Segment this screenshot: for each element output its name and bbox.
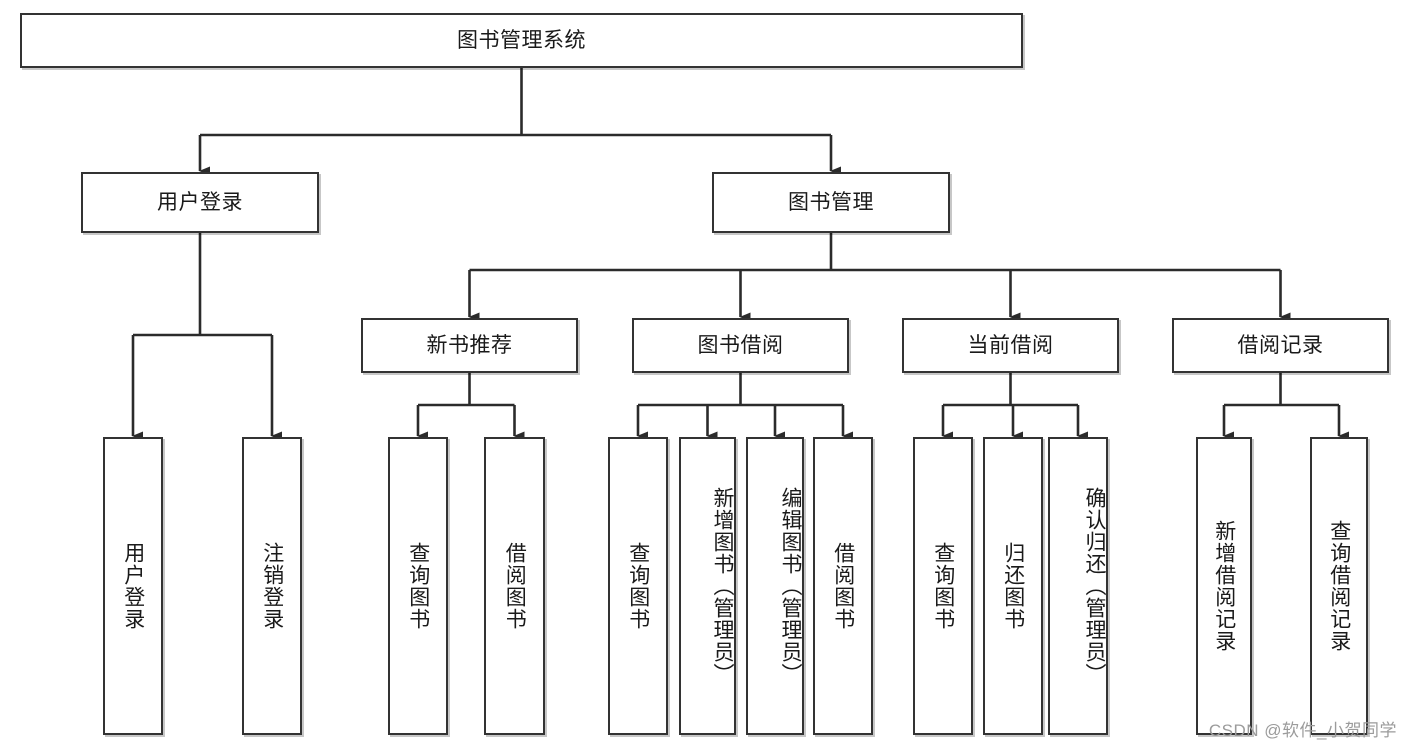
- node-label-book-manage: 图书管理: [788, 190, 874, 214]
- node-label-leaf-add-book: 新增图书（管理员）: [711, 487, 734, 685]
- node-leaf-return-book[interactable]: 归还图书: [983, 437, 1043, 735]
- node-leaf-query-current[interactable]: 查询图书: [913, 437, 973, 735]
- node-label-leaf-return-book: 归还图书: [1001, 542, 1025, 630]
- node-label-leaf-query-record: 查询借阅记录: [1327, 520, 1351, 652]
- node-new-book-rec[interactable]: 新书推荐: [361, 318, 578, 373]
- node-book-borrow[interactable]: 图书借阅: [632, 318, 849, 373]
- node-label-leaf-user-logout: 注销登录: [260, 542, 284, 630]
- node-root[interactable]: 图书管理系统: [20, 13, 1023, 68]
- node-label-user-login: 用户登录: [157, 190, 243, 214]
- node-book-manage[interactable]: 图书管理: [712, 172, 950, 233]
- watermark-label: CSDN @软件_小贺同学: [1208, 721, 1397, 740]
- node-label-leaf-query-book-rec: 查询图书: [406, 542, 430, 630]
- node-label-root: 图书管理系统: [457, 28, 586, 52]
- node-label-leaf-query-current: 查询图书: [931, 542, 955, 630]
- node-label-leaf-query-book: 查询图书: [626, 542, 650, 630]
- node-leaf-query-book-rec[interactable]: 查询图书: [388, 437, 448, 735]
- node-leaf-borrow-book[interactable]: 借阅图书: [813, 437, 873, 735]
- node-leaf-add-book[interactable]: 新增图书（管理员）: [679, 437, 736, 735]
- node-borrow-record[interactable]: 借阅记录: [1172, 318, 1389, 373]
- node-leaf-user-login[interactable]: 用户登录: [103, 437, 163, 735]
- node-leaf-add-record[interactable]: 新增借阅记录: [1196, 437, 1252, 735]
- node-label-leaf-user-login: 用户登录: [121, 542, 145, 630]
- node-label-new-book-rec: 新书推荐: [426, 333, 513, 357]
- node-label-leaf-add-record: 新增借阅记录: [1212, 520, 1236, 652]
- node-current-borrow[interactable]: 当前借阅: [902, 318, 1119, 373]
- node-label-borrow-record: 借阅记录: [1237, 333, 1324, 357]
- node-leaf-query-record[interactable]: 查询借阅记录: [1310, 437, 1368, 735]
- node-leaf-confirm-return[interactable]: 确认归还（管理员）: [1048, 437, 1108, 735]
- node-label-leaf-confirm-return: 确认归还（管理员）: [1083, 487, 1106, 685]
- node-leaf-edit-book[interactable]: 编辑图书（管理员）: [746, 437, 804, 735]
- node-label-current-borrow: 当前借阅: [967, 333, 1054, 357]
- node-leaf-query-book[interactable]: 查询图书: [608, 437, 668, 735]
- node-label-leaf-borrow-book: 借阅图书: [831, 542, 855, 630]
- node-leaf-borrow-book-rec[interactable]: 借阅图书: [484, 437, 545, 735]
- node-user-login[interactable]: 用户登录: [81, 172, 319, 233]
- node-label-book-borrow: 图书借阅: [697, 333, 784, 357]
- node-label-leaf-borrow-book-rec: 借阅图书: [503, 542, 527, 630]
- node-leaf-user-logout[interactable]: 注销登录: [242, 437, 302, 735]
- node-label-leaf-edit-book: 编辑图书（管理员）: [779, 487, 802, 685]
